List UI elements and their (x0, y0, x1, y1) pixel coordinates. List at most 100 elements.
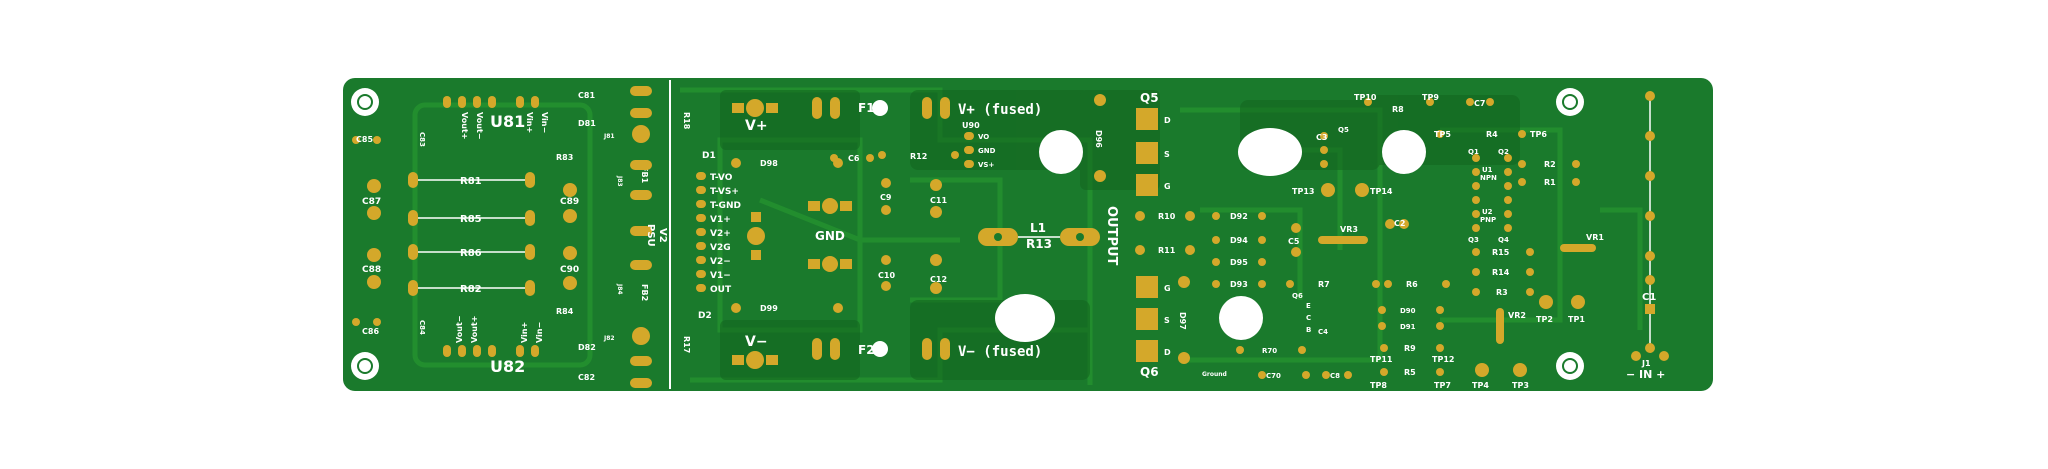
u81-u82-pads (443, 96, 539, 357)
u82-pin-vin-minus: Vin− (535, 322, 544, 343)
r10-label: R10 (1158, 212, 1176, 221)
j81-label: J81 (603, 133, 615, 140)
u81-pin-vin-plus: Vin+ (525, 112, 534, 133)
pin-v2g: V2G (710, 243, 731, 253)
q6-pin-g: G (1164, 284, 1171, 293)
c85-label: C85 (356, 135, 373, 144)
in-label: − IN + (1626, 368, 1665, 381)
r5-label: R5 (1404, 368, 1416, 377)
q6b-e: E (1306, 302, 1311, 310)
large-holes (995, 128, 1426, 342)
u2-label: U2 (1482, 208, 1493, 216)
r2-label: R2 (1544, 160, 1556, 169)
u90-pads (964, 132, 974, 168)
fb1-label: FB1 (640, 166, 649, 184)
vr2-label: VR2 (1508, 311, 1526, 320)
j1-label: J1 (1641, 359, 1651, 368)
tp12-label: TP12 (1432, 355, 1454, 364)
c81-label: C81 (578, 91, 595, 100)
c70-label: C70 (1266, 372, 1281, 380)
r14-label: R14 (1492, 268, 1510, 277)
c83-label: C83 (418, 132, 426, 147)
gnd-label: GND (815, 229, 845, 243)
c12-label: C12 (930, 275, 947, 284)
f2-hole (872, 341, 888, 357)
d97-label: D97 (1178, 312, 1187, 330)
u81-label: U81 (490, 112, 525, 131)
tp8-label: TP8 (1370, 381, 1387, 390)
q6-pin-s: S (1164, 316, 1170, 325)
d91-label: D91 (1400, 323, 1416, 331)
pnp-label: PNP (1480, 216, 1496, 224)
c82-label: C82 (578, 373, 595, 382)
left-resistors (413, 179, 530, 289)
tp1-label: TP1 (1568, 315, 1585, 324)
f1-label: F1 (858, 101, 875, 115)
q4-label: Q4 (1498, 236, 1509, 244)
c10-label: C10 (878, 271, 895, 280)
r13-label: R13 (1026, 237, 1052, 251)
c86-label: C86 (362, 327, 379, 336)
psu-column-pads (630, 86, 652, 388)
u81-pin-vout-plus: Vout+ (460, 112, 469, 139)
c4-label: C4 (1318, 328, 1328, 336)
r11-label: R11 (1158, 246, 1176, 255)
mid-small-pads (731, 151, 959, 313)
q5-pads (1136, 108, 1158, 196)
u1-label: U1 (1482, 166, 1493, 174)
tp13-label: TP13 (1292, 187, 1314, 196)
r85-label: R85 (460, 214, 482, 225)
f1-hole (872, 100, 888, 116)
tp4-label: TP4 (1472, 381, 1489, 390)
r18-label: R18 (682, 112, 691, 130)
tp3-label: TP3 (1512, 381, 1529, 390)
pin-t-vo: T-VO (710, 173, 733, 183)
q5b-label: Q5 (1338, 126, 1349, 134)
d81-label: D81 (578, 119, 596, 128)
tp5-label: TP5 (1434, 130, 1451, 139)
c90-label: C90 (560, 265, 579, 275)
c89-label: C89 (560, 197, 579, 207)
d94-label: D94 (1230, 236, 1248, 245)
mounting-holes (351, 88, 1584, 380)
vplus-fused-label: V+ (fused) (958, 102, 1042, 118)
tp11-label: TP11 (1370, 355, 1393, 364)
q5-label: Q5 (1140, 91, 1159, 105)
u82-pin-vin-plus: Vin+ (520, 322, 529, 343)
output-label: OUTPUT (1104, 206, 1119, 266)
d1-label: D1 (702, 151, 716, 161)
r3-label: R3 (1496, 288, 1508, 297)
r17-label: R17 (682, 336, 691, 353)
u82-label: U82 (490, 357, 525, 376)
pin-v1-minus: V1− (710, 271, 731, 281)
d96-label: D96 (1094, 130, 1103, 148)
r82-label: R82 (460, 284, 482, 295)
pin-t-gnd: T-GND (710, 201, 741, 211)
r7-label: R7 (1318, 280, 1330, 289)
c84-label: C84 (418, 320, 426, 335)
v2-label: V2 (657, 228, 668, 243)
u90-pin-gnd: GND (978, 147, 996, 155)
q6b-c: C (1306, 314, 1311, 322)
r1-label: R1 (1544, 178, 1556, 187)
r81-label: R81 (460, 176, 482, 187)
q1-label: Q1 (1468, 148, 1479, 156)
d93-label: D93 (1230, 280, 1248, 289)
q5-pin-g: G (1164, 182, 1171, 191)
d82-label: D82 (578, 343, 596, 352)
c88-label: C88 (362, 265, 381, 275)
r70-label: R70 (1262, 347, 1277, 355)
q5-pin-d: D (1164, 116, 1171, 125)
j83-label: J83 (616, 175, 623, 187)
pin-out: OUT (710, 285, 732, 295)
tp2-label: TP2 (1536, 315, 1553, 324)
vminus-fused-label: V− (fused) (958, 344, 1042, 360)
d2-label: D2 (698, 311, 712, 321)
left-caps-pads (352, 136, 577, 326)
u90-pin-vs-plus: VS+ (978, 161, 994, 169)
u81-pin-vin-minus: Vin− (540, 112, 549, 133)
u82-pin-vout-plus: Vout+ (470, 316, 479, 343)
npn-label: NPN (1480, 174, 1497, 182)
r6-label: R6 (1406, 280, 1418, 289)
